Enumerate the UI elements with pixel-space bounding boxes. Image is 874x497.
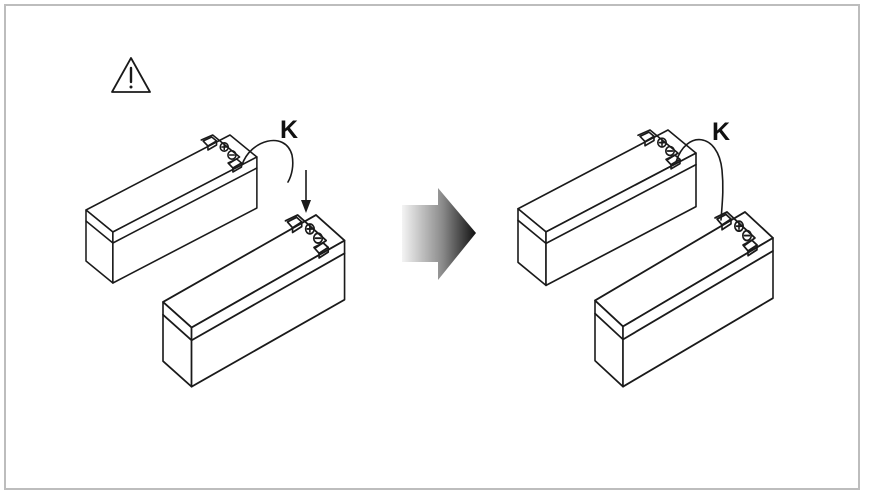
battery-left-back [85, 134, 258, 284]
cable-k-disconnected [241, 139, 294, 183]
cable-label-before: K [280, 116, 298, 144]
right-arrow-icon [402, 188, 476, 280]
cable-label-after: K [712, 118, 730, 146]
warning-triangle-icon [111, 57, 151, 93]
down-arrow-icon [301, 170, 311, 213]
cable-k-connected [675, 138, 724, 221]
